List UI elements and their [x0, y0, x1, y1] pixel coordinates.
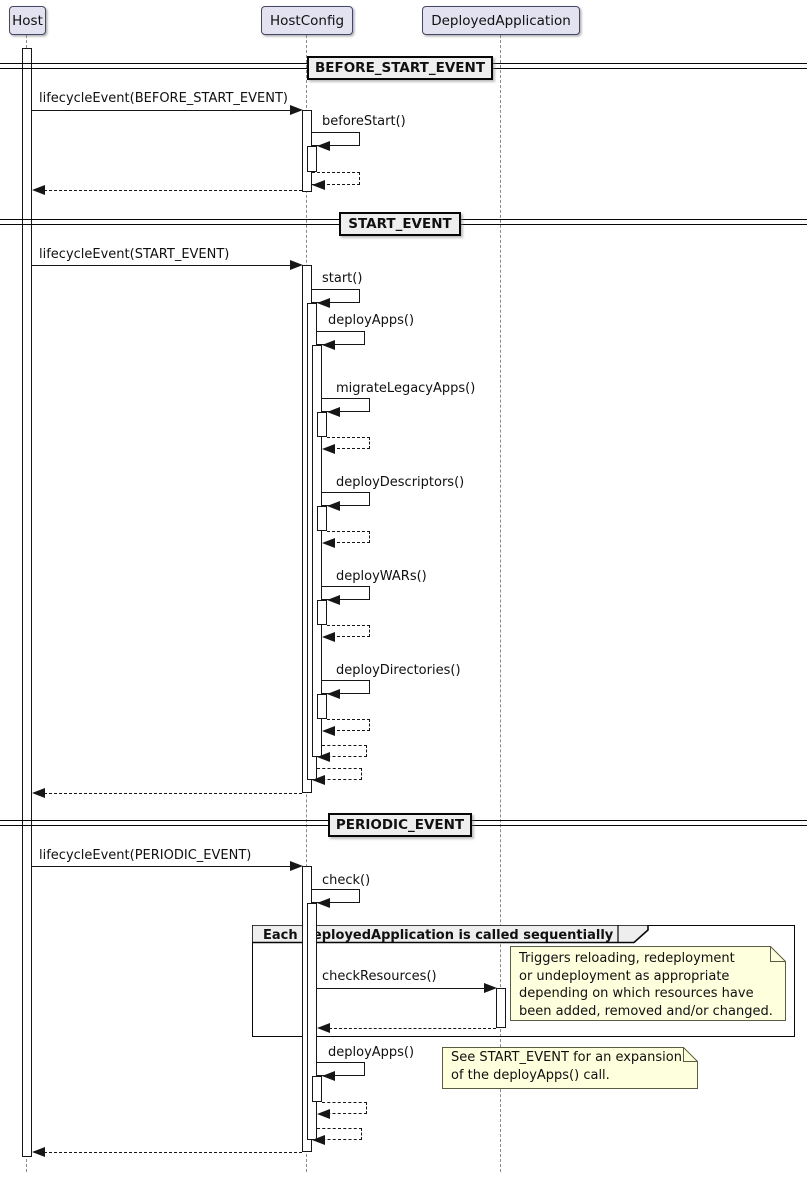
message-line-lifecycle-start	[32, 265, 291, 266]
participant-deployedapplication: DeployedApplication	[422, 6, 580, 35]
divider-before-start-event: BEFORE_START_EVENT	[307, 56, 493, 80]
arrowhead-left-icon	[327, 407, 340, 417]
arrowhead-left-icon	[327, 689, 340, 699]
arrowhead-left-icon	[322, 444, 335, 454]
message-label-migrate-legacy-apps: migrateLegacyApps()	[336, 381, 476, 396]
return-line-check-resources	[329, 1028, 496, 1029]
return-line-to-host	[44, 1152, 302, 1153]
arrowhead-left-icon	[327, 501, 340, 511]
arrowhead-left-icon	[322, 632, 335, 642]
arrowhead-right-icon	[484, 983, 497, 993]
self-return-migrate-legacy-apps	[327, 437, 370, 449]
arrowhead-left-icon	[322, 1071, 335, 1081]
self-return-deploy-apps-periodic	[322, 1102, 367, 1114]
self-call-deploy-apps-periodic	[317, 1062, 365, 1076]
arrowhead-left-icon	[327, 595, 340, 605]
arrowhead-right-icon	[290, 861, 303, 871]
note-check-resources: Triggers reloading, redeployment or unde…	[510, 946, 786, 1021]
message-line-lifecycle-periodic	[32, 866, 291, 867]
self-return-before-start	[312, 172, 360, 185]
divider-periodic-label: PERIODIC_EVENT	[335, 817, 465, 833]
self-call-deploy-descriptors	[322, 492, 370, 506]
lifeline-deployedapplication	[500, 35, 501, 1172]
arrowhead-left-icon	[32, 1147, 45, 1157]
divider-before-start-label: BEFORE_START_EVENT	[314, 60, 486, 76]
group-title: Each DeployedApplication is called seque…	[263, 928, 614, 943]
self-return-check	[317, 1128, 362, 1140]
arrowhead-left-icon	[322, 340, 335, 350]
message-label-before-start-call: beforeStart()	[322, 114, 406, 129]
self-return-deploy-directories	[327, 719, 370, 731]
message-label-deploy-wars: deployWARs()	[336, 569, 427, 584]
arrowhead-left-icon	[322, 726, 335, 736]
activation-bar-migrate-legacy-apps	[317, 412, 327, 437]
activation-bar-deploy-descriptors	[317, 506, 327, 531]
message-label-deploy-descriptors: deployDescriptors()	[336, 475, 465, 490]
message-label-lifecycle-before-start: lifecycleEvent(BEFORE_START_EVENT)	[39, 91, 288, 106]
note-check-resources-text: Triggers reloading, redeployment or unde…	[519, 951, 773, 1019]
divider-start-label: START_EVENT	[348, 216, 452, 232]
message-line-check-resources	[317, 988, 485, 989]
return-line-to-host	[44, 793, 302, 794]
arrowhead-right-icon	[290, 260, 303, 270]
arrowhead-left-icon	[32, 788, 45, 798]
activation-bar-deploy-directories	[317, 694, 327, 719]
self-call-deploy-wars	[322, 586, 370, 600]
self-return-deploy-descriptors	[327, 531, 370, 543]
arrowhead-left-icon	[32, 185, 45, 195]
message-label-deploy-apps: deployApps()	[328, 313, 415, 328]
participant-hostconfig: HostConfig	[261, 6, 353, 35]
activation-bar-before-start-nested	[307, 146, 317, 172]
divider-start-event: START_EVENT	[339, 212, 461, 236]
arrowhead-left-icon	[312, 1135, 325, 1145]
participant-host-label: Host	[12, 12, 43, 29]
participant-hostconfig-label: HostConfig	[269, 12, 345, 29]
message-label-lifecycle-periodic: lifecycleEvent(PERIODIC_EVENT)	[39, 848, 252, 863]
message-label-deploy-apps-periodic: deployApps()	[328, 1045, 415, 1060]
self-return-deploy-apps	[322, 745, 367, 757]
self-call-before-start	[312, 132, 360, 146]
message-label-deploy-directories: deployDirectories()	[336, 663, 461, 678]
arrowhead-left-icon	[317, 1023, 330, 1033]
message-line-lifecycle-before-start	[32, 110, 291, 111]
arrowhead-left-icon	[312, 775, 325, 785]
note-deploy-apps-text: See START_EVENT for an expansion of the …	[451, 1050, 682, 1083]
participant-host: Host	[9, 6, 46, 35]
self-return-deploy-wars	[327, 625, 370, 637]
group-header-shape	[252, 925, 649, 944]
message-label-lifecycle-start: lifecycleEvent(START_EVENT)	[39, 247, 230, 262]
note-shape	[442, 1047, 698, 1089]
note-deploy-apps: See START_EVENT for an expansion of the …	[442, 1047, 698, 1089]
self-call-deploy-apps	[317, 331, 365, 345]
message-label-check: check()	[322, 873, 371, 888]
message-label-start-call: start()	[322, 271, 363, 286]
activation-bar-check	[307, 903, 317, 1140]
activation-bar-deployedapplication	[496, 988, 506, 1028]
arrowhead-left-icon	[312, 180, 325, 190]
arrowhead-left-icon	[317, 752, 330, 762]
self-return-start	[317, 768, 362, 780]
self-call-migrate-legacy-apps	[322, 398, 370, 412]
arrowhead-left-icon	[317, 1109, 330, 1119]
self-call-deploy-directories	[322, 680, 370, 694]
group-box-sequential: Each DeployedApplication is called seque…	[252, 925, 795, 1037]
arrowhead-left-icon	[322, 538, 335, 548]
note-shape	[510, 946, 786, 1021]
arrowhead-left-icon	[317, 298, 330, 308]
arrowhead-right-icon	[290, 105, 303, 115]
self-call-check	[312, 889, 360, 903]
activation-bar-deploy-wars	[317, 600, 327, 625]
arrowhead-left-icon	[317, 141, 330, 151]
divider-periodic-event: PERIODIC_EVENT	[328, 813, 472, 837]
activation-bar-host	[22, 48, 32, 1157]
self-call-start	[312, 289, 360, 303]
return-line-to-host	[44, 190, 302, 191]
participant-deployedapplication-label: DeployedApplication	[431, 12, 571, 29]
activation-bar-deploy-apps-periodic	[312, 1076, 322, 1102]
message-label-check-resources: checkResources()	[322, 969, 437, 984]
arrowhead-left-icon	[317, 898, 330, 908]
